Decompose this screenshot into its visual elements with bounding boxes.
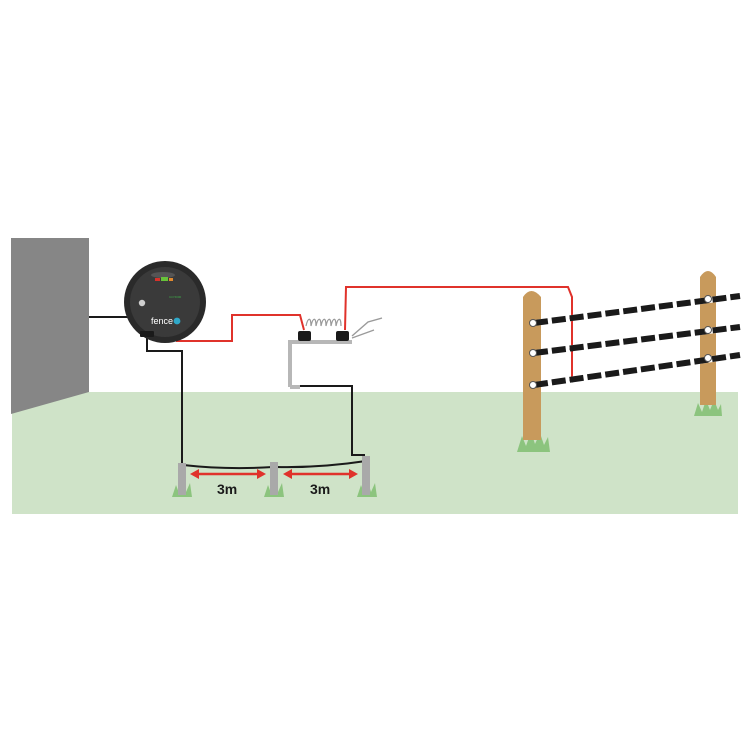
- energiser-logo-dot: [173, 317, 181, 325]
- earth-stake-3: [357, 456, 377, 497]
- energiser-indicator-orange: [169, 278, 173, 281]
- fence-post-front: [517, 291, 550, 452]
- building-wall: [11, 238, 89, 414]
- earth-wire-diverter: [298, 385, 365, 456]
- diverter-insulator-right: [336, 331, 349, 341]
- spacing-label-1: 3m: [217, 481, 237, 497]
- spacing-label-2: 3m: [310, 481, 330, 497]
- energiser-indicator-green: [161, 277, 168, 281]
- earth-wire-stake-link-1: [182, 464, 274, 470]
- energiser-model-label: Ctrl 5000: [169, 295, 182, 299]
- earth-stake-2: [264, 462, 284, 497]
- live-wire-energiser: [176, 314, 305, 342]
- energiser-button: [138, 299, 146, 307]
- earth-wire-stake-link-2: [275, 460, 367, 469]
- fence-energiser-icon: Ctrl 5000 fence: [124, 261, 206, 343]
- live-wire-to-fence: [344, 286, 573, 381]
- spacing-arrow-1: [190, 469, 266, 479]
- tape-connector-clips: [569, 315, 575, 383]
- diverter-coil: [305, 318, 342, 327]
- fence-post-back: [694, 271, 722, 416]
- earth-wire-energiser: [146, 333, 183, 466]
- energiser-indicator-red: [155, 278, 160, 281]
- diverter-insulator-left: [298, 331, 311, 341]
- earth-stake-1: [172, 463, 192, 497]
- lightning-diverter-icon: [288, 317, 383, 389]
- insulator-icon: [529, 295, 712, 389]
- energiser-brand-label: fence: [151, 316, 173, 326]
- spacing-arrow-2: [283, 469, 358, 479]
